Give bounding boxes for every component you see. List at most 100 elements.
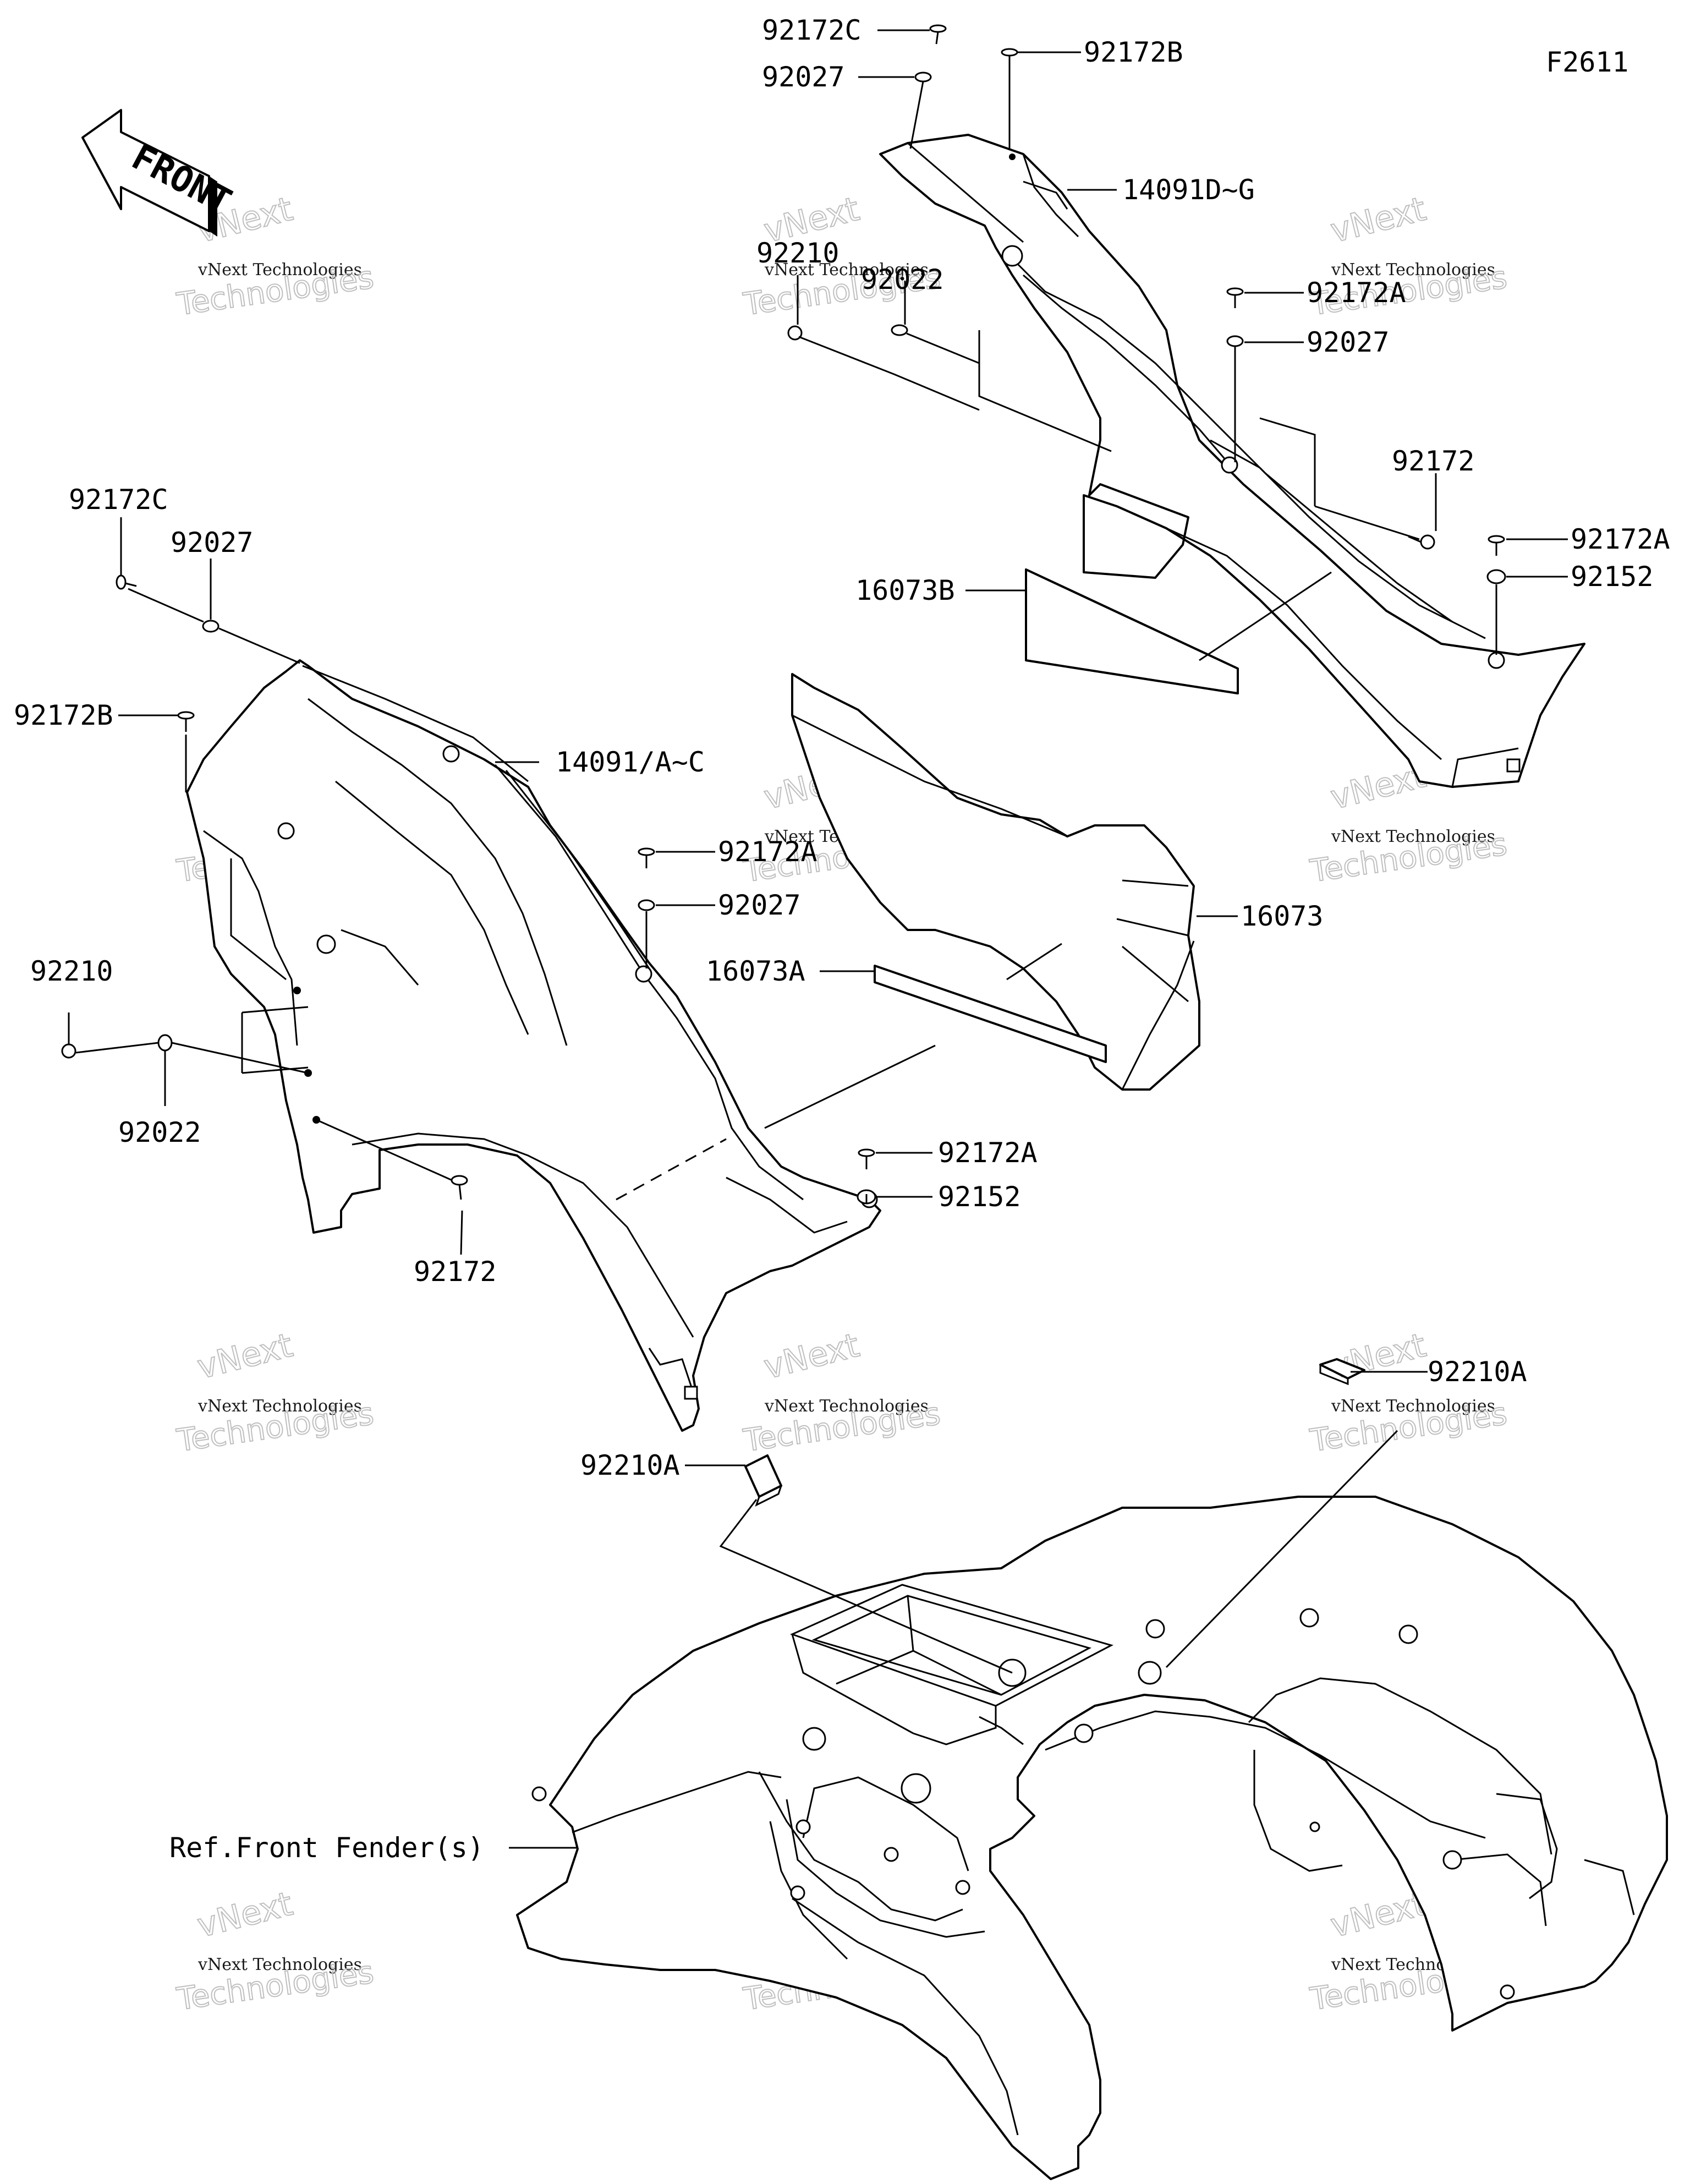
label-14091-A-C: 14091/A~C — [556, 746, 705, 778]
label-92152-top: 92152 — [1571, 561, 1654, 593]
mount-hole — [1299, 1608, 1319, 1628]
leader-lines — [68, 29, 1568, 1849]
mount-hole — [1074, 1723, 1094, 1743]
mount-hole — [1221, 456, 1238, 474]
watermark-text: vNext Technologies — [764, 1397, 929, 1416]
label-16073A: 16073A — [706, 955, 805, 987]
mount-hole — [442, 745, 460, 763]
screw-icon — [177, 711, 195, 732]
mount-hole — [1138, 1661, 1162, 1685]
washer-icon — [1226, 335, 1244, 347]
screw-icon — [1226, 287, 1244, 308]
mount-hole — [955, 1880, 970, 1895]
fasteners — [61, 24, 1506, 1205]
screw-icon — [1408, 534, 1435, 550]
callout-labels: 92172C 92027 92172B 14091D~G 92210 92022… — [14, 14, 1670, 1864]
washer-icon — [914, 72, 932, 83]
label-92022-top: 92022 — [861, 264, 944, 295]
mount-hole — [1442, 1850, 1462, 1870]
nut-icon — [787, 325, 803, 341]
figure-code: F2611 — [1546, 46, 1629, 78]
washer-icon — [157, 1034, 173, 1052]
mount-hole — [531, 1786, 547, 1802]
watermark-text: vNext Technologies — [197, 1397, 362, 1416]
watermark-text: vNext Technologies — [1331, 1397, 1495, 1416]
label-16073B: 16073B — [855, 574, 955, 606]
mount-hole — [1398, 1624, 1418, 1644]
label-16073: 16073 — [1241, 900, 1324, 932]
label-92172A-left-b: 92172A — [938, 1137, 1038, 1169]
watermark-big: vNext — [194, 1885, 297, 1945]
label-92172B-left: 92172B — [14, 699, 113, 731]
nut-icon — [61, 1043, 76, 1059]
mount-hole — [1309, 1821, 1320, 1832]
watermark-text: vNext Technologies — [1331, 827, 1495, 846]
hidden-edge — [1259, 417, 1316, 506]
nut-icon — [1486, 569, 1506, 584]
mount-hole — [1001, 245, 1023, 267]
label-92172-top: 92172 — [1392, 445, 1475, 477]
mount-hole — [790, 1885, 805, 1901]
label-92210A-left: 92210A — [580, 1449, 680, 1481]
hidden-edge — [978, 330, 1112, 452]
label-92172C-left: 92172C — [69, 484, 168, 516]
watermark-big: vNext — [1327, 190, 1430, 250]
label-92172C-top: 92172C — [762, 14, 862, 46]
strip-16073A — [874, 965, 1107, 1063]
watermark-big: vNext — [760, 1326, 863, 1387]
leader-16073B-line — [1199, 571, 1332, 661]
watermark-big: vNext — [1327, 1326, 1430, 1387]
panel-16073 — [791, 673, 1200, 1091]
watermark-text: vNext Technologies — [197, 1955, 362, 1974]
mount-hole — [635, 965, 652, 983]
mount-hole — [316, 934, 336, 954]
mount-hole — [1500, 1984, 1515, 2000]
mount-hole — [901, 1773, 931, 1804]
label-92210-left: 92210 — [30, 955, 113, 987]
screw-icon — [638, 847, 655, 868]
label-14091D-G: 14091D~G — [1122, 174, 1255, 206]
front-fender — [516, 1496, 1668, 2180]
screw-icon — [858, 1148, 875, 1169]
washer-icon — [202, 620, 220, 633]
mount-hole — [277, 822, 295, 840]
washer-icon — [891, 324, 908, 336]
clip-nut-92210A-left — [744, 1454, 782, 1507]
side-cover-rear-14091D-G — [879, 134, 1585, 788]
label-92027-top: 92027 — [762, 61, 845, 93]
mount-hole — [884, 1847, 899, 1862]
screw-icon — [116, 574, 137, 590]
screw-icon — [1001, 48, 1018, 70]
label-92022-left: 92022 — [118, 1116, 201, 1148]
mount-hole — [1488, 652, 1505, 669]
label-92027-left-b: 92027 — [718, 889, 801, 921]
label-92210A-right: 92210A — [1428, 1356, 1527, 1388]
mount-hole — [795, 1819, 811, 1835]
watermark-text: vNext Technologies — [764, 260, 929, 280]
label-92152-left: 92152 — [938, 1181, 1021, 1213]
clip-nut-92210A-right — [1319, 1358, 1365, 1386]
watermark-text: vNext Technologies — [1331, 260, 1495, 280]
side-cover-front-14091-A-C — [186, 659, 881, 1432]
mount-hole — [1145, 1619, 1165, 1639]
sheet-16073B — [1025, 568, 1239, 694]
front-arrow-icon: FRONT — [81, 109, 238, 237]
screw-icon — [929, 24, 947, 45]
label-ref-front-fender: Ref.Front Fender(s) — [169, 1832, 484, 1864]
mount-hole — [802, 1727, 826, 1751]
screw-icon — [451, 1175, 468, 1200]
label-92172A-left: 92172A — [718, 836, 817, 868]
watermark-big: vNext — [194, 1326, 297, 1387]
label-92172A-top: 92172A — [1307, 277, 1406, 309]
label-92027-top-b: 92027 — [1307, 326, 1390, 358]
watermark-text: vNext Technologies — [197, 260, 362, 280]
label-92172A-top-b: 92172A — [1571, 523, 1670, 555]
label-92210-top: 92210 — [756, 237, 839, 269]
label-92172B-top: 92172B — [1084, 36, 1183, 68]
screw-icon — [1488, 535, 1505, 556]
label-92172-left: 92172 — [414, 1256, 497, 1288]
leader-16073-line — [1006, 943, 1062, 981]
washer-icon — [638, 899, 655, 911]
label-92027-left: 92027 — [171, 527, 254, 559]
